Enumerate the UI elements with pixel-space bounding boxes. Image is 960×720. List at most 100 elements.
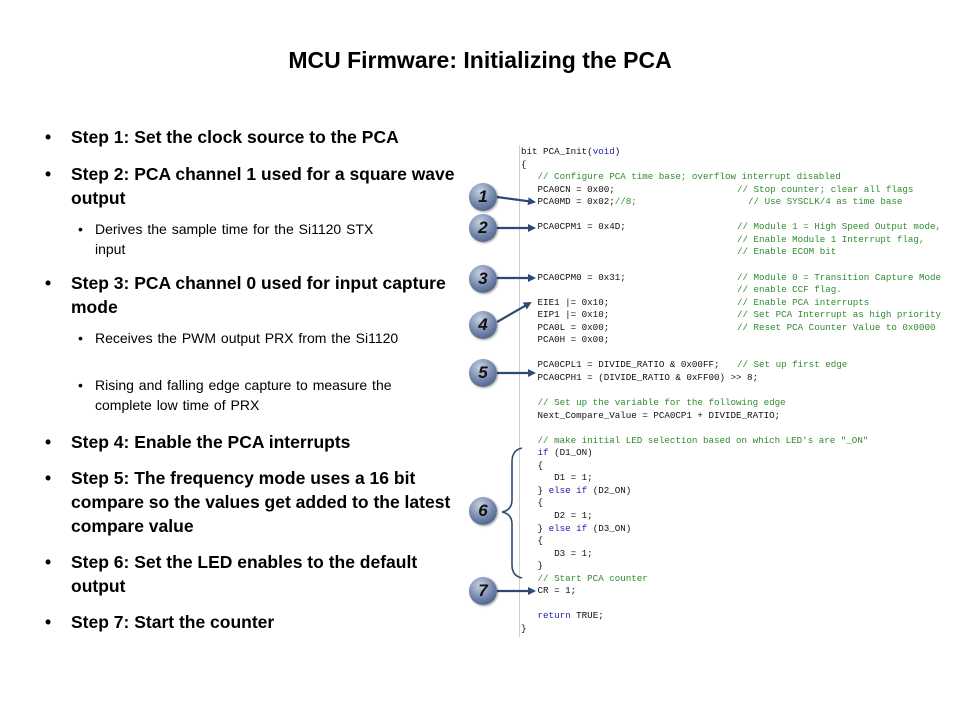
callout-badge-3: 3 xyxy=(469,265,497,293)
step-text: Step 1: Set the clock source to the PCA xyxy=(71,127,399,147)
code-line: CR = 1; xyxy=(521,585,577,598)
code-line: PCA0CPM1 = 0x4D;// Module 1 = High Speed… xyxy=(521,221,941,234)
code-comment: // Set PCA Interrupt as high priority xyxy=(737,309,941,321)
bullet-icon: • xyxy=(45,432,52,452)
code-line: { xyxy=(521,459,544,473)
code-text: PCA0MD = 0x02; xyxy=(521,196,615,208)
code-text: { xyxy=(521,459,544,471)
code-text: ) xyxy=(614,146,621,157)
step-text: Step 2: PCA channel 1 used for a square … xyxy=(71,164,455,208)
callout-badge-5: 5 xyxy=(469,359,497,387)
code-text: PCA0H = 0x00; xyxy=(521,334,610,346)
code-text: PCA0CPL1 = DIVIDE_RATIO & 0x00FF; xyxy=(521,359,720,371)
code-line: // Configure PCA time base; overflow int… xyxy=(521,171,841,184)
code-line: EIP1 |= 0x10; // Set PCA Interrupt as hig… xyxy=(521,309,941,322)
code-line: return TRUE; xyxy=(521,610,604,623)
step-text: Step 7: Start the counter xyxy=(71,612,275,632)
code-comment: // Module 0 = Transition Capture Mode xyxy=(737,271,941,283)
bullet-icon: • xyxy=(45,552,52,572)
code-keyword: else if xyxy=(548,522,588,534)
step-text: Step 4: Enable the PCA interrupts xyxy=(71,432,351,452)
code-line: D2 = 1; xyxy=(521,510,593,523)
code-text: EIE1 |= 0x10; xyxy=(521,296,610,308)
bullet-icon: • xyxy=(45,273,52,293)
code-comment: // Enable ECOM bit xyxy=(737,246,837,258)
code-comment: // Start PCA counter xyxy=(521,572,648,584)
code-line: // Start PCA counter xyxy=(521,573,648,586)
code-line: D3 = 1; xyxy=(521,548,593,561)
callout-badge-1: 1 xyxy=(469,183,497,211)
code-keyword: return xyxy=(537,610,571,622)
code-comment: // Configure PCA time base; overflow int… xyxy=(521,171,841,183)
code-line: } else if (D2_ON) xyxy=(521,484,632,498)
code-line: } xyxy=(521,560,544,573)
code-text: D3 = 1; xyxy=(521,547,593,559)
code-keyword: else if xyxy=(548,484,588,496)
arrow-1 xyxy=(496,195,536,206)
code-text: PCA0CPM1 = 0x4D; xyxy=(521,221,626,233)
code-line: D1 = 1; xyxy=(521,472,593,485)
code-line: { xyxy=(521,497,544,510)
code-line: } else if (D3_ON) xyxy=(521,522,632,536)
code-line: EIE1 |= 0x10; // Enable PCA interrupts xyxy=(521,296,870,310)
code-margin-line xyxy=(519,145,520,637)
code-comment: // Use SYSCLK/4 as time base xyxy=(737,196,903,208)
arrow-4 xyxy=(496,302,532,323)
sub-text: Receives the PWM output PRX from the Si1… xyxy=(95,330,399,346)
code-line: { xyxy=(521,535,544,548)
code-line: PCA0L = 0x00;// Reset PCA Counter Value … xyxy=(521,322,936,335)
code-text: PCA0CN = 0x00; xyxy=(521,183,615,195)
code-text: { xyxy=(521,535,544,547)
bullet-icon: • xyxy=(78,330,83,346)
code-comment: // Reset PCA Counter Value to 0x0000 xyxy=(737,321,936,333)
code-line: PCA0CPL1 = DIVIDE_RATIO & 0x00FF; // Set … xyxy=(521,359,848,372)
bullet-icon: • xyxy=(78,221,83,237)
code-line: } xyxy=(521,623,527,636)
code-text: } xyxy=(521,622,527,634)
code-line: PCA0CN = 0x00;// Stop counter; clear all… xyxy=(521,183,914,197)
code-text: TRUE; xyxy=(570,610,604,622)
bullet-icon: • xyxy=(45,612,52,632)
code-comment: // Enable PCA interrupts xyxy=(737,296,870,308)
code-text: (D1_ON) xyxy=(548,447,593,459)
bullet-icon: • xyxy=(45,468,52,488)
code-text: { xyxy=(521,158,527,170)
code-line: // make initial LED selection based on w… xyxy=(521,435,869,448)
code-text: PCA0CPM0 = 0x31; xyxy=(521,271,626,283)
callout-badge-2: 2 xyxy=(469,214,497,242)
sub-text: Rising and falling edge capture to measu… xyxy=(95,377,392,413)
code-line: PCA0MD = 0x02;//8; // Use SYSCLK/4 as ti… xyxy=(521,196,903,209)
callout-badge-4: 4 xyxy=(469,311,497,339)
code-text: } xyxy=(521,522,549,534)
code-text: D2 = 1; xyxy=(521,509,593,521)
code-text: PCA0CPH1 = (DIVIDE_RATIO & 0xFF00) >> 8; xyxy=(521,371,759,383)
code-comment: // Set up first edge xyxy=(737,359,848,371)
code-text: Next_Compare_Value = PCA0CP1 + DIVIDE_RA… xyxy=(521,409,781,421)
code-text: (D3_ON) xyxy=(587,522,632,534)
code-keyword: void xyxy=(592,146,615,157)
step-text: Step 5: The frequency mode uses a 16 bit… xyxy=(71,468,451,536)
code-text: D1 = 1; xyxy=(521,472,593,484)
slide-title: MCU Firmware: Initializing the PCA xyxy=(288,47,672,73)
code-line: bit PCA_Init(void) xyxy=(521,146,620,159)
callout-badge-7: 7 xyxy=(469,577,497,605)
code-line: if (D1_ON) xyxy=(521,447,593,460)
code-comment: // Enable Module 1 Interrupt flag, xyxy=(737,233,925,245)
code-line: Next_Compare_Value = PCA0CP1 + DIVIDE_RA… xyxy=(521,409,781,423)
step-text: Step 6: Set the LED enables to the defau… xyxy=(71,552,418,596)
code-text: } xyxy=(521,484,549,496)
code-keyword: if xyxy=(537,447,549,459)
code-comment: // enable CCF flag. xyxy=(737,284,842,296)
sub-text: Derives the sample time for the Si1120 S… xyxy=(95,221,374,257)
code-comment: // Set up the variable for the following… xyxy=(521,397,786,408)
code-text: { xyxy=(521,497,544,509)
brace-6 xyxy=(501,447,523,579)
code-text: EIP1 |= 0x10; xyxy=(521,309,610,321)
step-text: Step 3: PCA channel 0 used for input cap… xyxy=(71,273,446,317)
code-text: CR = 1; xyxy=(521,585,577,597)
code-line: PCA0CPH1 = (DIVIDE_RATIO & 0xFF00) >> 8; xyxy=(521,371,759,385)
code-line: PCA0CPM0 = 0x31; // Module 0 = Transition… xyxy=(521,271,941,285)
code-text: bit PCA_Init( xyxy=(521,146,593,157)
code-line: PCA0H = 0x00; xyxy=(521,334,610,347)
